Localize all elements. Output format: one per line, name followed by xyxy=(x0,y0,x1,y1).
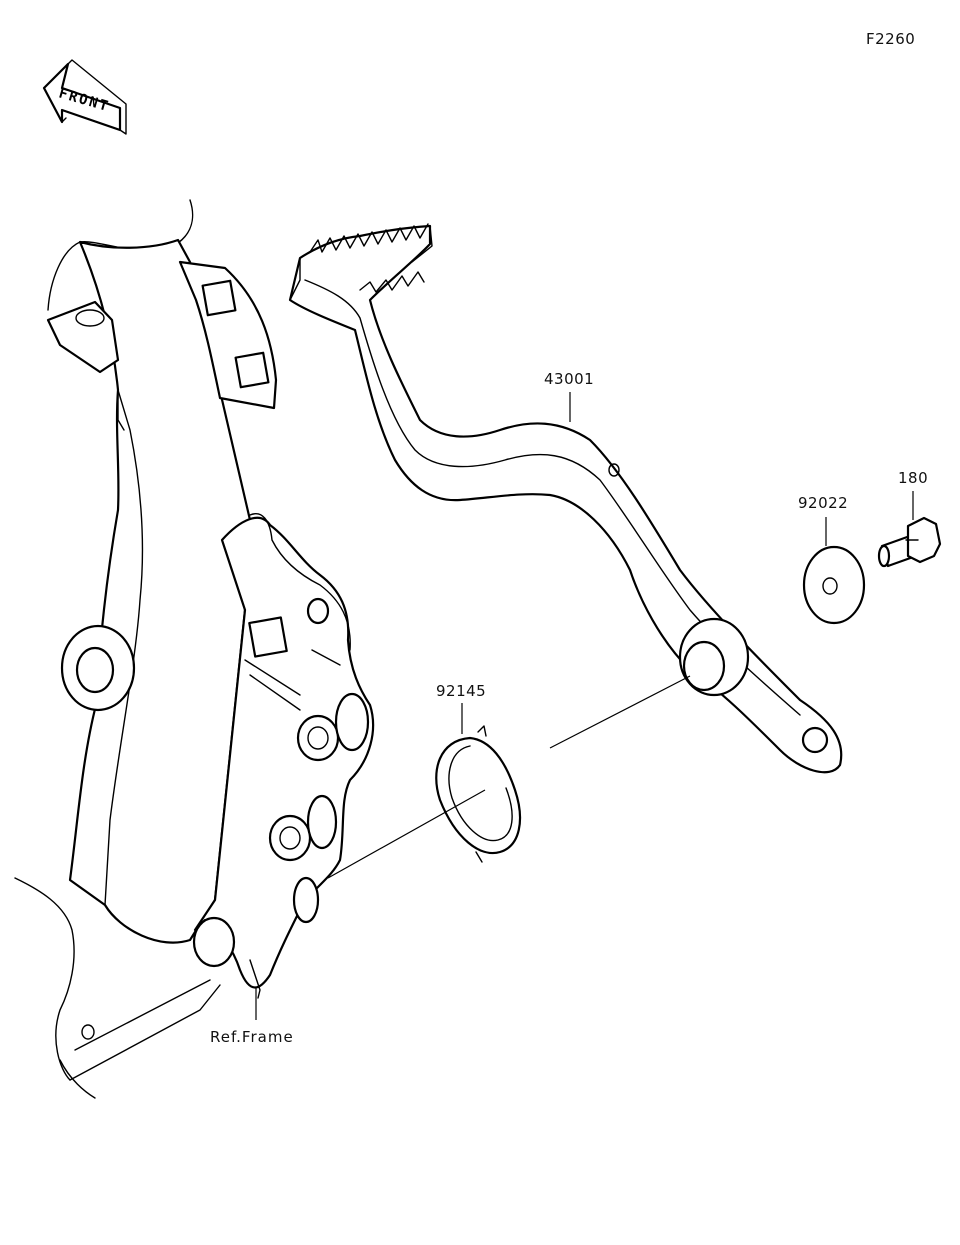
front-arrow-icon: FRONT xyxy=(42,59,127,135)
frame-assembly xyxy=(14,199,375,1099)
brake-pedal-part xyxy=(288,223,843,774)
bolt-part xyxy=(877,516,942,568)
figure-code: F2260 xyxy=(866,30,916,48)
washer-part xyxy=(802,545,866,625)
callout-180: 180 xyxy=(898,469,929,487)
callout-92145: 92145 xyxy=(436,682,487,700)
callout-43001: 43001 xyxy=(544,370,595,388)
leader-lines xyxy=(255,392,914,1020)
callout-ref-frame: Ref.Frame xyxy=(210,1028,294,1046)
callout-92022: 92022 xyxy=(798,494,849,512)
return-spring-part xyxy=(435,725,522,863)
